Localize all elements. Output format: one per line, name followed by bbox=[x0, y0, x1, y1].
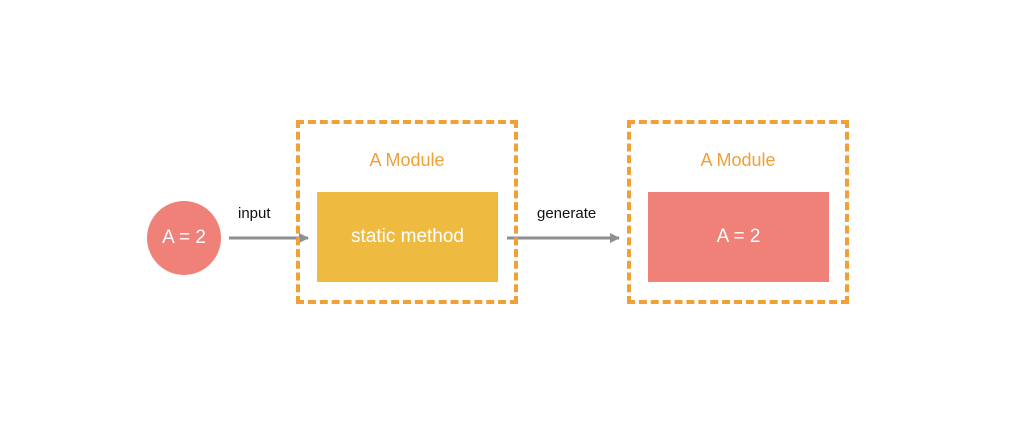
module-right-title: A Module bbox=[700, 150, 776, 170]
generate-edge-label: generate bbox=[537, 205, 597, 222]
module-left-title: A Module bbox=[369, 150, 445, 170]
input-value-circle: A = 2 bbox=[147, 201, 221, 275]
generated-value-box: A = 2 bbox=[648, 192, 829, 282]
module-box-right: A Module A = 2 bbox=[627, 120, 849, 304]
module-box-left: A Module static method bbox=[296, 120, 518, 304]
input-value-label: A = 2 bbox=[162, 227, 206, 248]
input-edge-label: input bbox=[238, 205, 271, 222]
static-method-box: static method bbox=[317, 192, 498, 282]
generated-value-label: A = 2 bbox=[716, 226, 761, 247]
static-method-label: static method bbox=[351, 226, 464, 247]
